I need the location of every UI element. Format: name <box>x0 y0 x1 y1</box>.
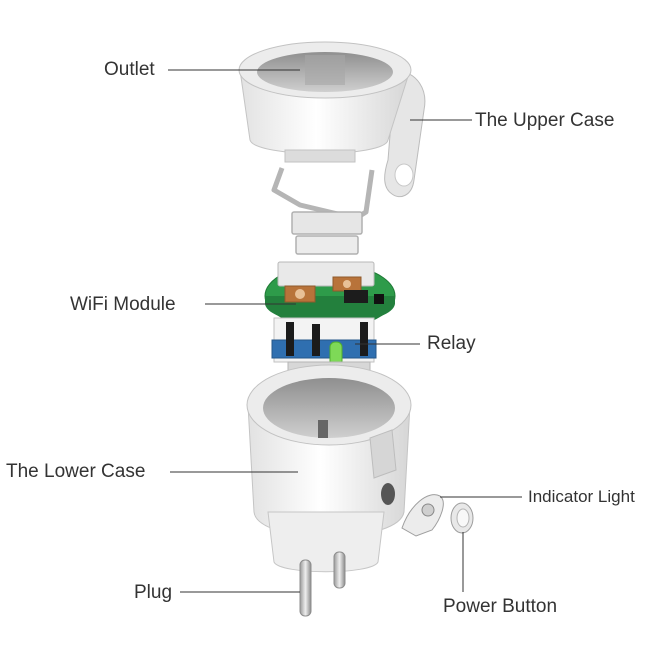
wifi-module-label: WiFi Module <box>70 294 176 315</box>
relay-label: Relay <box>427 333 476 354</box>
leader-lines <box>168 69 522 593</box>
indicator-light-label: Indicator Light <box>528 487 635 506</box>
plug-label: Plug <box>134 582 173 603</box>
upper-case <box>238 41 426 198</box>
spring-contacts <box>271 167 375 255</box>
outlet-label: Outlet <box>104 59 155 80</box>
lower-case <box>246 364 412 573</box>
wifi-module-pcb <box>264 261 396 329</box>
power-button-label: Power Button <box>443 596 558 617</box>
lower-case-label: The Lower Case <box>6 461 146 482</box>
plug-pins <box>299 551 346 617</box>
upper-case-label: The Upper Case <box>475 110 615 131</box>
indicator-light-part <box>401 494 444 537</box>
power-button-part <box>450 502 474 534</box>
